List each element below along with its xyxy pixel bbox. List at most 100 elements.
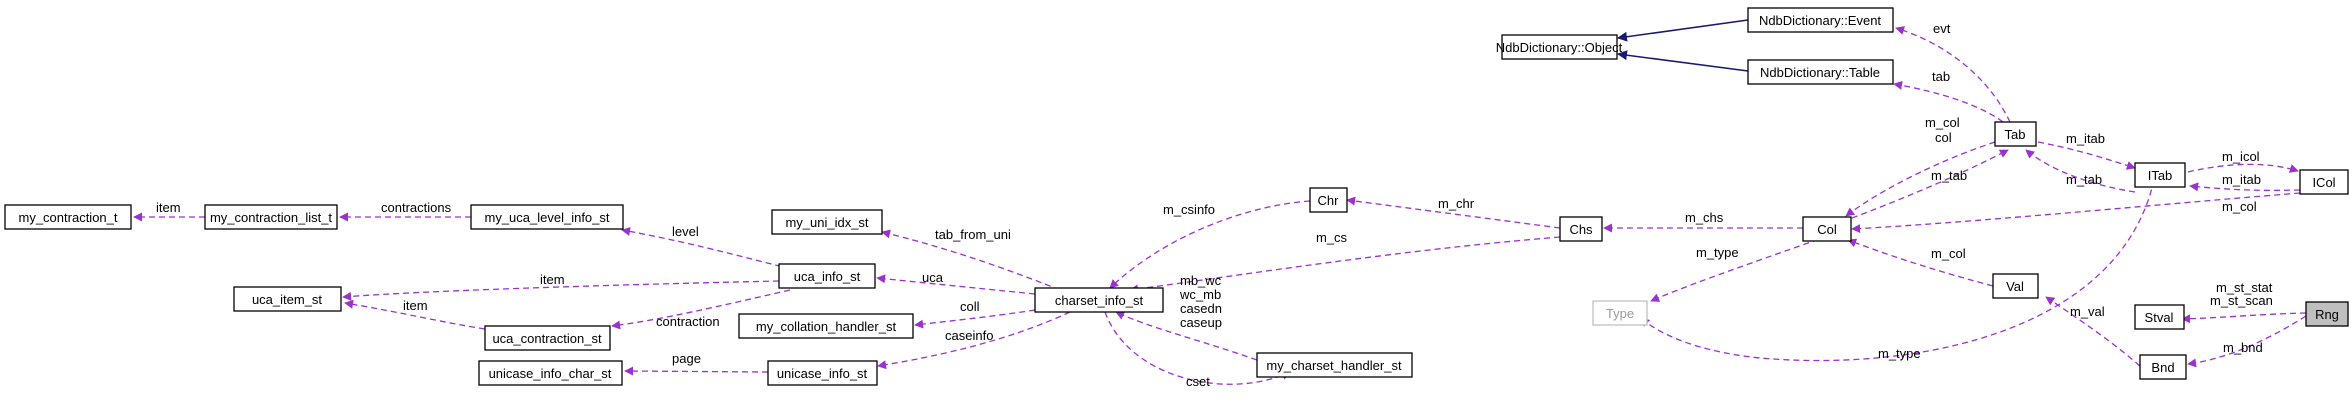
label-m-chr: m_chr	[1438, 196, 1475, 211]
edge-m-st-stat-scan	[2181, 312, 2307, 324]
node-my-contraction-t[interactable]: my_contraction_t	[4, 204, 132, 230]
node-uca-item-st[interactable]: uca_item_st	[233, 286, 342, 312]
label-level: level	[672, 224, 699, 239]
edge-item-uca-info	[342, 280, 780, 301]
node-label: Stval	[2145, 310, 2174, 325]
node-my-uca-level-info-st[interactable]: my_uca_level_info_st	[470, 204, 624, 230]
node-label: my_contraction_list_t	[210, 210, 332, 225]
node-bnd[interactable]: Bnd	[2139, 354, 2187, 380]
node-unicase-info-st[interactable]: unicase_info_st	[767, 360, 878, 386]
edge-m-col-icol	[1851, 192, 2301, 234]
node-label: ITab	[2148, 168, 2173, 183]
edge-m-col-col	[1845, 141, 1996, 217]
node-itab[interactable]: ITab	[2134, 162, 2186, 188]
label-m-st-scan: m_st_scan	[2210, 293, 2273, 308]
node-unicase-info-char-st[interactable]: unicase_info_char_st	[478, 360, 623, 386]
node-label: Type	[1606, 306, 1634, 321]
label-tab-from-uni: tab_from_uni	[935, 227, 1011, 242]
label-contraction: contraction	[656, 314, 720, 329]
node-rng[interactable]: Rng	[2305, 301, 2349, 327]
node-charset-info-st[interactable]: charset_info_st	[1034, 287, 1164, 313]
edge-item-uca-contraction	[344, 299, 486, 330]
node-label: Chr	[1318, 193, 1340, 208]
node-label: NdbDictionary::Table	[1760, 65, 1880, 80]
node-my-charset-handler-st[interactable]: my_charset_handler_st	[1256, 352, 1413, 378]
label-m-col: m_col	[1925, 115, 1960, 130]
node-label: ICol	[2312, 175, 2335, 190]
node-label: uca_info_st	[794, 269, 861, 284]
label-m-val: m_val	[2070, 304, 2105, 319]
node-col[interactable]: Col	[1802, 216, 1852, 242]
label-col: col	[1935, 130, 1952, 145]
edge-m-csinfo	[1109, 200, 1311, 289]
node-my-collation-handler-st[interactable]: my_collation_handler_st	[738, 313, 914, 339]
node-label: my_uni_idx_st	[785, 215, 868, 230]
node-type[interactable]: Type	[1592, 300, 1648, 326]
label-coll: coll	[960, 299, 980, 314]
node-label: Tab	[2005, 127, 2026, 142]
node-ndb-object[interactable]: NdbDictionary::Object	[1496, 34, 1623, 60]
edge-m-tab-itab	[2025, 149, 2136, 193]
node-label: Bnd	[2151, 360, 2174, 375]
node-label: NdbDictionary::Object	[1496, 40, 1623, 55]
node-label: my_contraction_t	[19, 210, 118, 225]
edges	[133, 19, 2307, 385]
node-label: uca_item_st	[252, 292, 322, 307]
label-m-tab-itab: m_tab	[2066, 172, 2102, 187]
label-evt: evt	[1933, 21, 1951, 36]
node-ndb-event[interactable]: NdbDictionary::Event	[1747, 7, 1894, 33]
edge-tab-from-uni	[881, 229, 1061, 291]
node-uca-info-st[interactable]: uca_info_st	[778, 263, 876, 289]
edge-m-col-val	[1847, 238, 1994, 287]
node-label: Val	[2006, 279, 2024, 294]
label-item-uca-info: item	[540, 272, 565, 287]
label-m-type-col: m_type	[1696, 245, 1739, 260]
node-my-uni-idx-st[interactable]: my_uni_idx_st	[771, 209, 883, 235]
label-m-st-stat: m_st_stat	[2216, 280, 2273, 295]
edge-m-itab	[2037, 141, 2136, 170]
label-uca: uca	[922, 270, 944, 285]
label-casedn: casedn	[1180, 301, 1222, 316]
label-wc-mb: wc_mb	[1179, 287, 1221, 302]
node-tab[interactable]: Tab	[1994, 121, 2037, 147]
node-label: NdbDictionary::Event	[1759, 13, 1881, 28]
node-icol[interactable]: ICol	[2299, 169, 2349, 195]
label-item-contraction: item	[156, 200, 181, 215]
label-item-uca-contraction: item	[403, 298, 428, 313]
node-label: Col	[1817, 222, 1837, 237]
node-label: uca_contraction_st	[492, 331, 602, 346]
edge-m-type-itab	[1640, 179, 2155, 362]
edge-labels: item contractions level item item contra…	[156, 21, 2273, 389]
label-m-bnd: m_bnd	[2223, 340, 2263, 355]
label-m-itab: m_itab	[2066, 131, 2105, 146]
node-label: my_collation_handler_st	[756, 319, 897, 334]
node-label: unicase_info_char_st	[489, 366, 612, 381]
node-uca-contraction-st[interactable]: uca_contraction_st	[484, 325, 611, 351]
edge-m-val	[2045, 296, 2141, 367]
nodes: my_contraction_t my_contraction_list_t m…	[4, 7, 2349, 386]
label-m-type-itab: m_type	[1878, 346, 1921, 361]
node-val[interactable]: Val	[1992, 273, 2039, 299]
edge-caseinfo	[877, 311, 1071, 370]
edge-m-type-col	[1650, 235, 1829, 302]
edge-evt	[1895, 26, 2011, 123]
edge-contraction	[611, 289, 791, 330]
node-stval[interactable]: Stval	[2134, 304, 2185, 330]
edge-cset-fns	[1115, 311, 1258, 361]
node-chr[interactable]: Chr	[1309, 187, 1348, 213]
node-label: charset_info_st	[1055, 293, 1144, 308]
node-label: unicase_info_st	[777, 366, 868, 381]
edge-m-itab-icol	[2189, 182, 2301, 192]
edge-m-bnd	[2187, 315, 2307, 368]
label-m-col-icol: m_col	[2222, 199, 2257, 214]
node-label: my_uca_level_info_st	[484, 210, 609, 225]
node-ndb-table[interactable]: NdbDictionary::Table	[1747, 59, 1894, 85]
node-my-contraction-list-t[interactable]: my_contraction_list_t	[204, 204, 338, 230]
node-chs[interactable]: Chs	[1559, 216, 1603, 242]
edge-page	[624, 366, 769, 376]
label-m-tab-col: m_tab	[1931, 168, 1967, 183]
label-cset: cset	[1186, 374, 1210, 389]
edge-m-chr	[1346, 196, 1561, 229]
label-m-col-val: m_col	[1931, 246, 1966, 261]
edge-m-icol	[2187, 163, 2299, 173]
